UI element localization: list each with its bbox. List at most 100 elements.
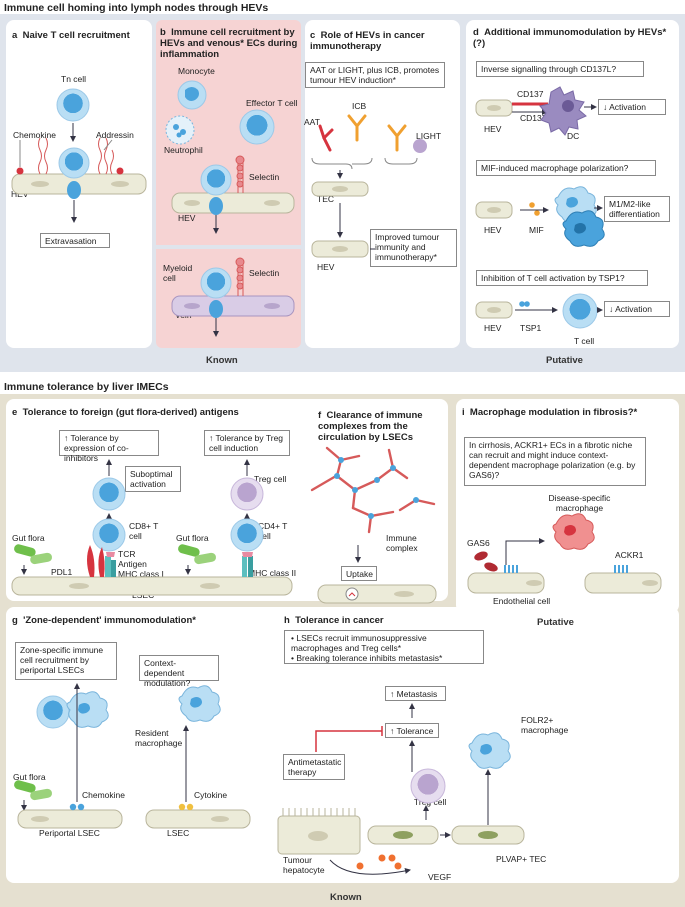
panel-b-graphics [156, 80, 301, 337]
activation-box-2: ↓ Activation [604, 301, 670, 317]
zone-specific-box: Zone-specific immune cell recruitment by… [15, 642, 117, 680]
selectin-label-b2: Selectin [249, 268, 280, 278]
immune-complex-joints [334, 457, 419, 519]
macrophages-d [554, 186, 605, 247]
hev-label-d1: HEV [484, 124, 502, 134]
panel-g-graphics [14, 683, 251, 829]
hev-label-d2: HEV [484, 225, 502, 235]
endothelial-label: Endothelial cell [493, 596, 551, 606]
hev-label-d3: HEV [484, 323, 502, 333]
gut-flora-e [14, 544, 216, 565]
panel-f-graphics [310, 446, 436, 534]
gut-flora-label-2: Gut flora [176, 533, 209, 543]
light-ligand [413, 139, 427, 153]
panel-a-title: a Naive T cell recruitment [12, 30, 130, 41]
cd4-label: CD4+ T cell [258, 521, 288, 541]
chemokine-label: Chemokine [13, 130, 56, 140]
t-cell-d [562, 293, 598, 329]
known-label-1: Known [206, 355, 238, 366]
tec-label: TEC [317, 194, 334, 204]
improved-immunity-box: Improved tumour immunity and immunothera… [370, 229, 457, 267]
lsec-f [317, 584, 437, 604]
cd8-cell [92, 518, 126, 552]
gas6-label: GAS6 [467, 538, 490, 548]
hev-b [171, 192, 295, 214]
plvap-label: PLVAP+ TEC [496, 854, 547, 864]
light-label: LIGHT [416, 131, 442, 141]
lsec-label-g: LSEC [167, 828, 190, 838]
lsec-g [145, 809, 251, 829]
liver-section-title: Immune tolerance by liver IMECs [4, 381, 169, 393]
cd4-cell [230, 518, 264, 552]
periportal-lsec [17, 809, 123, 829]
panel-h-title: h Tolerance in cancer [284, 615, 384, 626]
tumour-label: Tumour hepatocyte [283, 855, 325, 875]
pdl1-label: PDL1 [51, 567, 73, 577]
uptake-box: Uptake [341, 566, 377, 581]
panel-a-graphics [11, 88, 147, 223]
cd137l-label: CD137L [520, 113, 552, 123]
treg-cell-e [230, 477, 264, 511]
treg-cell-h [410, 768, 446, 804]
chemokine-label-g: Chemokine [82, 790, 125, 800]
vein [171, 295, 295, 317]
panel-d-title: d Additional immunomodulation by HEVs* (… [473, 27, 667, 49]
neutrophil-label: Neutrophil [164, 145, 203, 155]
treg-induction-box: ↑ Tolerance by Treg cell induction [204, 430, 290, 456]
mif-label: MIF [529, 225, 544, 235]
panel-g-title: g 'Zone-dependent' immunomodulation* [12, 615, 196, 626]
icb-antibody [347, 114, 367, 142]
tumour-hepatocyte [277, 808, 361, 855]
cd137-label: CD137 [517, 89, 544, 99]
myeloid-label: Myeloid cell [163, 263, 193, 283]
selectin-b2 [235, 257, 245, 296]
dendritic-cell [539, 86, 587, 136]
antigen-label: Antigen [118, 559, 147, 569]
mhc2-label: MHC class II [248, 568, 297, 578]
aat-label: AAT [304, 117, 320, 127]
mhc1 [105, 556, 111, 577]
antimetastatic-box: Antimetastatic therapy [283, 754, 345, 780]
periportal-label: Periportal LSEC [39, 828, 100, 838]
tsp1-dot [519, 301, 525, 307]
chemokine-dot [16, 167, 24, 175]
bullet-1: • LSECs recruit immunosuppressive macrop… [291, 633, 427, 653]
hev-label-b: HEV [178, 213, 196, 223]
bullet-2: • Breaking tolerance inhibits metastasis… [291, 653, 443, 663]
tolerance-bullets-box: • LSECs recruit immunosuppressive macrop… [284, 630, 484, 664]
m1m2-box: M1/M2-like differentiation [604, 196, 670, 222]
lsec-e [11, 576, 293, 596]
gut-flora-label-1: Gut flora [12, 533, 45, 543]
suboptimal-box: Suboptimal activation [125, 466, 181, 492]
cd8-label: CD8+ T cell [129, 521, 159, 541]
cd137l-box: Inverse signalling through CD137L? [476, 61, 644, 77]
aat-antibody [318, 124, 334, 152]
hev-induction-box: AAT or LIGHT, plus ICB, promotes tumour … [305, 62, 445, 88]
cirrhosis-box: In cirrhosis, ACKR1+ ECs in a fibrotic n… [464, 437, 646, 486]
hev-section-title: Immune cell homing into lymph nodes thro… [4, 2, 269, 14]
metastasis-box: ↑ Metastasis [385, 686, 446, 701]
addressin-strands [38, 137, 114, 175]
panel-e-title: e Tolerance to foreign (gut flora-derive… [12, 407, 239, 418]
recruited-cell [36, 695, 70, 729]
effector-cell [239, 109, 275, 145]
putative-label-1: Putative [546, 355, 583, 366]
panel-e-graphics [11, 459, 293, 596]
tsp1-label: TSP1 [520, 323, 542, 333]
icb-label: ICB [352, 101, 367, 111]
hev-label-c: HEV [317, 262, 335, 272]
tsp1-box: Inhibition of T cell activation by TSP1? [476, 270, 648, 286]
mhc1-label: MHC class I [118, 569, 164, 579]
panel-f-title: f Clearance of immune complexes from the… [318, 410, 423, 443]
selectin-label-b: Selectin [249, 172, 280, 182]
mhc2 [242, 556, 247, 577]
panel-c-graphics [311, 114, 427, 258]
folr2-label: FOLR2+ macrophage [521, 715, 569, 735]
cytokine-label: Cytokine [194, 790, 228, 800]
putative-label-2: Putative [537, 617, 574, 628]
tcell-label-d: T cell [574, 336, 595, 346]
effector-label: Effector T cell [246, 98, 298, 108]
addressin-label: Addressin [96, 130, 134, 140]
tolerance-box: ↑ Tolerance [385, 723, 439, 738]
